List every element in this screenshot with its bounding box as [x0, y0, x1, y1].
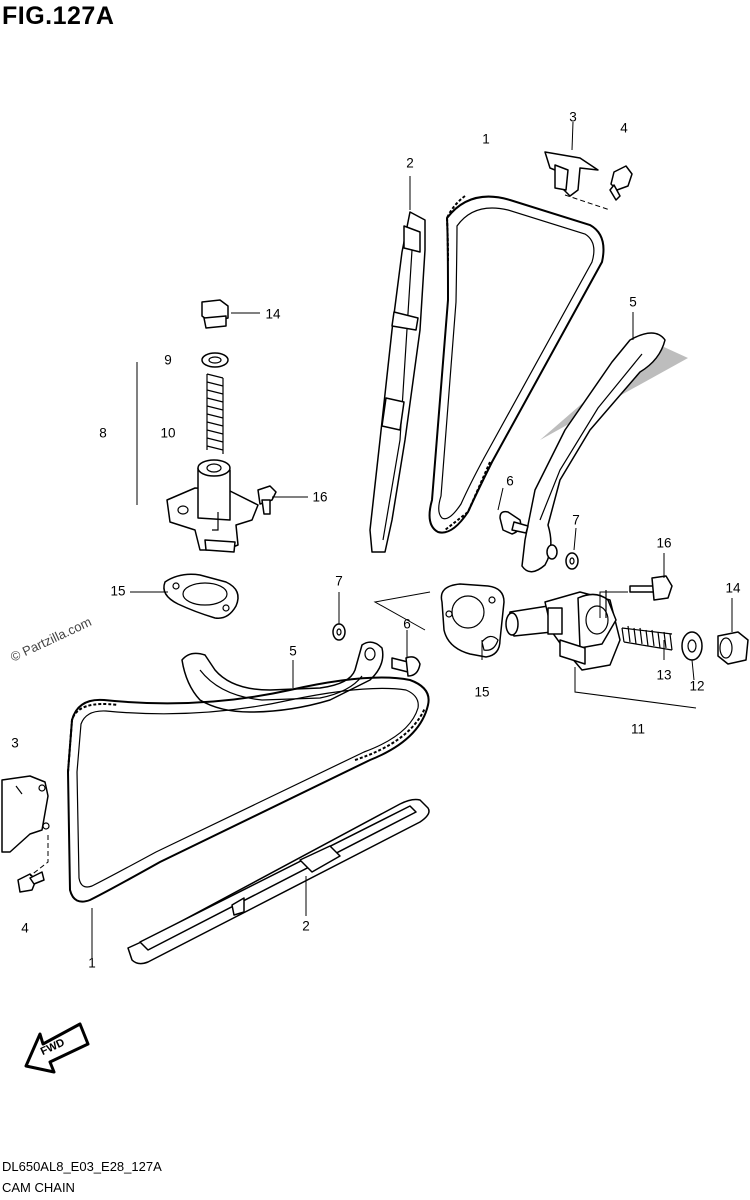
leader-lines [91, 121, 733, 958]
callout-12: 12 [689, 678, 705, 694]
callout-7-upper: 7 [572, 512, 580, 528]
callout-5-upper: 5 [629, 294, 637, 310]
tensioner-assembly-8 [166, 299, 259, 553]
fwd-direction-arrow [24, 1022, 90, 1074]
callout-15-right: 15 [474, 684, 490, 700]
callout-9: 9 [164, 352, 172, 368]
figure-title: FIG.127A [2, 2, 115, 30]
callout-2-lower: 2 [302, 918, 310, 934]
cam-chain-upper [428, 195, 605, 534]
bracket-lower-3 [1, 775, 50, 853]
bolt-left-16 [257, 485, 277, 515]
callout-10: 10 [160, 425, 176, 441]
chain-guide-lower [127, 798, 430, 965]
gasket-left-15 [163, 573, 239, 619]
washer-lower-7 [332, 623, 346, 641]
bolt-upper-4 [609, 165, 633, 201]
callout-15-left: 15 [110, 583, 126, 599]
washer-upper-7 [565, 552, 579, 570]
callout-14-upper: 14 [265, 306, 281, 322]
callout-1-upper: 1 [482, 131, 490, 147]
callout-7-lower: 7 [335, 573, 343, 589]
callout-4-upper: 4 [620, 120, 628, 136]
callout-14-right: 14 [725, 580, 741, 596]
cam-chain-lower [66, 676, 430, 903]
callout-2-upper: 2 [406, 155, 414, 171]
callout-6-lower: 6 [403, 616, 411, 632]
bolt-lower-6 [391, 656, 421, 677]
callout-3-upper: 3 [569, 109, 577, 125]
bolt-upper-6 [499, 510, 529, 535]
callout-13: 13 [656, 667, 672, 683]
bracket-upper-3 [544, 151, 599, 197]
callout-1-lower: 1 [88, 955, 96, 971]
gasket-right-15 [440, 583, 505, 658]
callout-8: 8 [99, 425, 107, 441]
tensioner-guide-upper [521, 332, 688, 573]
tensioner-assembly-11 [505, 591, 621, 671]
tensioner-guide-lower [181, 641, 384, 713]
callout-3-lower: 3 [11, 735, 19, 751]
callout-6-upper: 6 [506, 473, 514, 489]
callout-16-right: 16 [656, 535, 672, 551]
bolt-right-16 [629, 575, 673, 601]
washer-12 [681, 631, 703, 661]
callout-5-lower: 5 [289, 643, 297, 659]
callout-4-lower: 4 [21, 920, 29, 936]
plug-bolt-right-14 [717, 631, 749, 665]
figure-subtitle: CAM CHAIN [2, 1180, 75, 1195]
callout-11: 11 [630, 721, 646, 737]
bolt-lower-4 [17, 871, 45, 893]
figure-code: DL650AL8_E03_E28_127A [2, 1159, 162, 1174]
chain-guide-upper [369, 211, 426, 553]
callout-16-left: 16 [312, 489, 328, 505]
